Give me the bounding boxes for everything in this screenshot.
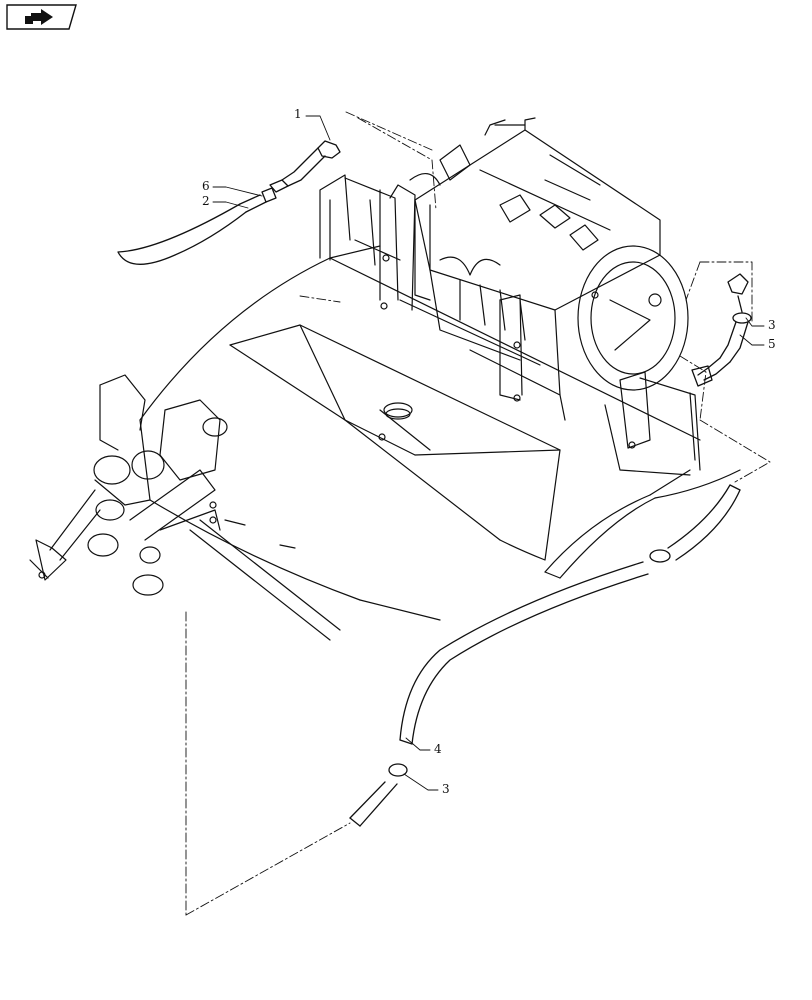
boom-valve-assembly [29, 374, 296, 596]
callout-3-bottom: 3 [442, 782, 450, 796]
upper-hose [117, 140, 341, 265]
support-frames [319, 174, 701, 476]
callout-2: 2 [202, 194, 210, 208]
engine-box [409, 117, 689, 396]
callout-6: 6 [202, 179, 210, 193]
callout-1: 1 [294, 107, 302, 121]
callout-3-right: 3 [768, 318, 776, 332]
main-hose [349, 484, 741, 827]
callout-4: 4 [434, 742, 442, 756]
nav-forward-button[interactable] [5, 4, 77, 30]
right-hose [691, 273, 752, 387]
callout-5: 5 [768, 337, 776, 351]
forward-page-icon [6, 4, 77, 30]
reference-lines [185, 111, 771, 916]
sprayer-deck [139, 245, 741, 641]
leader-lines [212, 115, 765, 791]
